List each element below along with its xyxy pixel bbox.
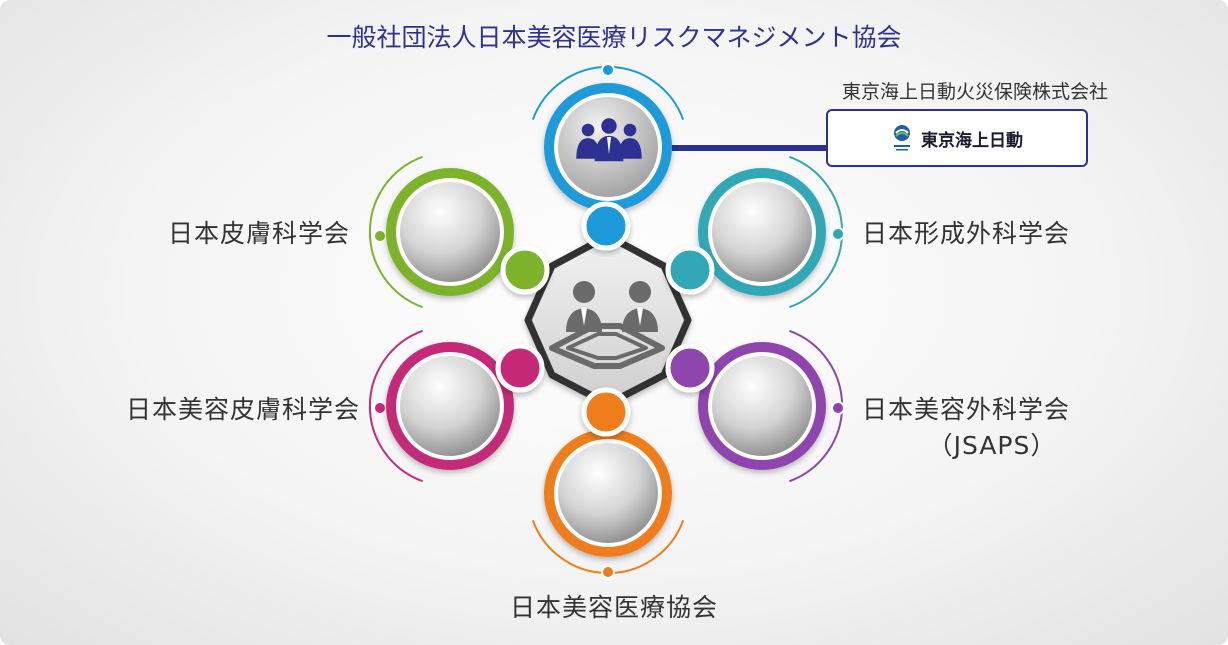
person-head [581,123,595,137]
label-plastic-surgery: 日本形成外科学会 [862,219,1071,248]
node-arc-dot [373,401,387,415]
tokio-marine-logo-icon [894,125,910,151]
node-plastic-surgery [665,155,845,309]
person-head [623,123,637,137]
label-dermatology: 日本皮膚科学会 [167,219,350,248]
node-arc-dot [601,565,615,579]
person-body [618,138,642,159]
label-aesthetic-dermatology: 日本美容皮膚科学会 [125,395,360,424]
node-center-disc [712,356,812,456]
node-connector-dot [665,245,715,295]
meeting-people-icon [549,281,665,369]
person-body [576,138,600,159]
node-connector-dot [581,387,631,437]
node-arc-dot [831,227,845,241]
node-connector-dot [665,343,715,393]
node-outer-arc [368,155,423,309]
node-aesthetic-surgery [665,329,845,483]
node-outer-arc [368,329,423,483]
person-tie [607,137,611,154]
node-center-disc [712,182,812,282]
page-title: 一般社団法人日本美容医療リスクマネジメント協会 [326,23,902,52]
node-connector-dot [500,245,550,295]
node-medical-association [531,387,685,579]
node-arc-dot [601,63,615,77]
node-arc-dot [373,229,387,243]
node-center-disc [558,443,658,543]
group-people-icon [576,118,642,162]
partner-name: 東京海上日動火災保険株式会社 [841,81,1108,103]
node-arc-dot [831,401,845,415]
label-aesthetic-surgery-abbr: （JSAPS） [927,431,1057,460]
node-aesthetic-dermatology [368,329,545,483]
node-center-disc [400,182,500,282]
label-medical-association: 日本美容医療協会 [509,593,718,622]
label-aesthetic-surgery: 日本美容外科学会 [862,395,1071,424]
node-dermatology [368,155,550,309]
node-center-disc [400,356,500,456]
partner-logo-text: 東京海上日動 [921,130,1023,151]
node-connector-dot [495,343,545,393]
person-head [601,118,617,134]
node-connector-dot [581,201,631,251]
partner-logo-box: 東京海上日動 [826,109,1088,167]
